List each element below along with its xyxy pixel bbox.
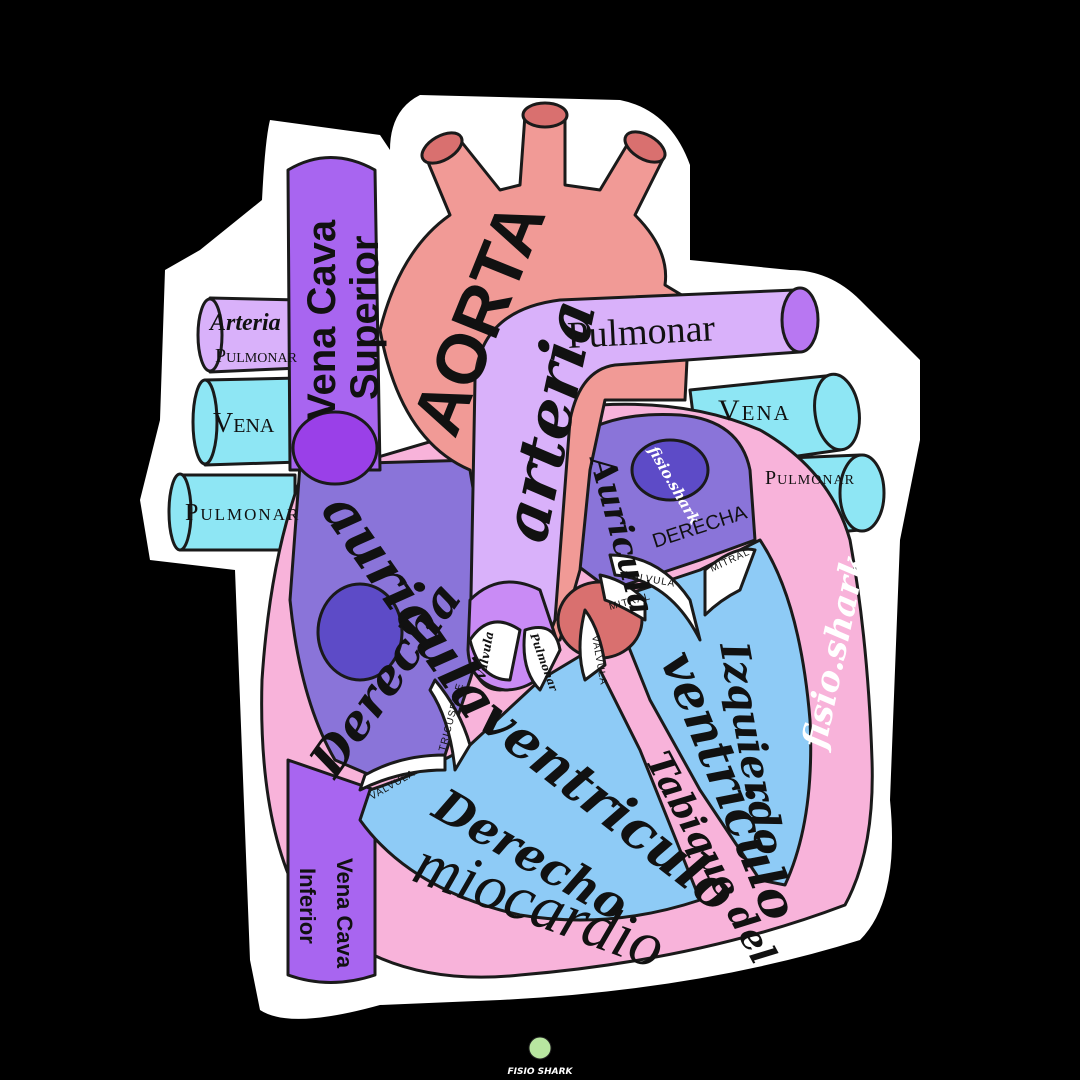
label-vena-cava-inf-1: Vena Cava [332,858,357,969]
label-pulmonar-top: Pulmonar [566,307,716,357]
label-vena-cava-2: Superior [343,236,387,400]
vena-cava-opening [291,410,379,486]
label-pulmonar-left: Pulmonar [185,500,300,526]
label-arteria-left-2: Pulmonar [215,345,298,367]
left-atrium-spot [630,438,710,502]
logo-text: FISIO SHARK [508,1067,574,1077]
left-ventricle [608,538,813,887]
label-pulmonar-right: Pulmonar [765,467,855,489]
valves [358,547,757,792]
label-vena-cava-1: Vena Cava [300,219,344,420]
vena-cava-superior [286,156,382,472]
logo: FISIO SHARK [508,1036,574,1077]
logo-icon [528,1036,552,1060]
label-vena-cava-inf-2: Inferior [295,868,320,944]
atrium-spot [316,582,404,682]
pulmonary-artery-left [196,296,302,374]
label-vena-left: Vena [213,408,275,439]
label-vena-right: Vena [718,394,791,427]
vena-cava-inferior [286,758,377,984]
label-arteria-left-1: Arteria [208,310,281,336]
pulmonary-veins-left [167,376,302,552]
